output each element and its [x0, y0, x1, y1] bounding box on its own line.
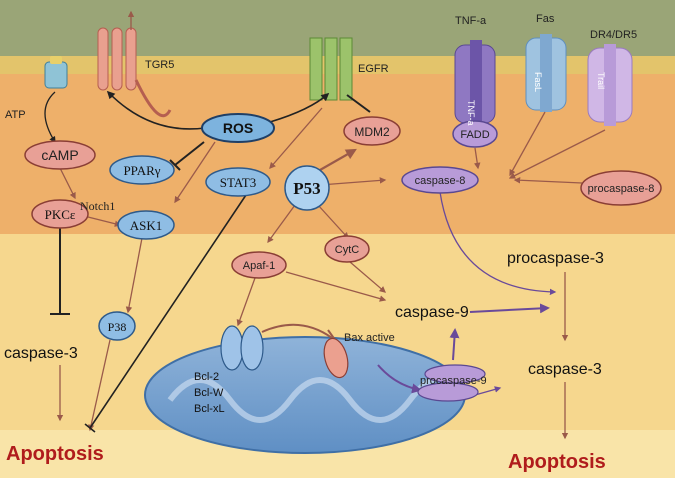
bclxl-label: Bcl-xL [194, 403, 225, 415]
ask1-label: ASK1 [130, 218, 163, 233]
camp-channel [44, 56, 68, 89]
stat3-node [205, 167, 271, 197]
notch1-label: Notch1 [80, 199, 115, 213]
mitochondrion [144, 336, 466, 454]
ask1-node [117, 210, 175, 240]
bax-label: Bax active [344, 332, 395, 344]
cytc-node [324, 235, 370, 263]
fadd-node [452, 120, 498, 148]
tnfa-label: TNF-a [455, 15, 487, 27]
connectors [44, 10, 606, 440]
bax-node [323, 337, 349, 379]
ros-label: ROS [223, 120, 253, 136]
ppar-node [109, 155, 175, 185]
ppar-label: PPARγ [123, 163, 160, 178]
caspase3-left-label: caspase-3 [4, 345, 78, 362]
mdm2-label: MDM2 [354, 125, 390, 139]
tgr5-receptor [97, 27, 172, 118]
tnfa-inner-label: TNF-a [466, 100, 476, 126]
apaf1-label: Apaf-1 [243, 260, 275, 272]
caspase3-right-label: caspase-3 [528, 361, 602, 378]
procaspase9-pair [417, 364, 486, 402]
stat3-label: STAT3 [220, 175, 257, 190]
camp-label: cAMP [41, 147, 78, 163]
ros-node [201, 113, 275, 143]
egfr-label: EGFR [358, 63, 389, 75]
fasl-inner-label: FasL [533, 72, 543, 92]
apaf1-node [231, 251, 287, 279]
dr-label: DR4/DR5 [590, 29, 637, 41]
procaspase8-label: procaspase-8 [588, 183, 655, 195]
procaspase9-label: procaspase-9 [420, 375, 487, 387]
bcl2-label: Bcl-2 [194, 371, 219, 383]
pkc-node [31, 199, 89, 229]
procaspase8-node [580, 170, 662, 206]
cytc-label: CytC [335, 244, 360, 256]
trail-inner-label: Trail [596, 72, 606, 89]
tnfa-receptor [454, 40, 496, 128]
p38-node [98, 311, 136, 341]
pkc-label: PKCε [45, 207, 76, 222]
bclw-label: Bcl-W [194, 387, 224, 399]
apoptosis-left-label: Apoptosis [6, 443, 104, 465]
dr-receptor [587, 44, 633, 126]
fas-receptor [525, 34, 567, 112]
tgr5-label: TGR5 [145, 59, 174, 71]
p53-node [284, 165, 330, 211]
p38-label: P38 [108, 320, 127, 334]
p53-label: P53 [293, 179, 320, 198]
bcl-proteins [220, 325, 264, 371]
egfr-receptor [309, 37, 353, 101]
caspase9-label: caspase-9 [395, 304, 469, 321]
apoptosis-right-label: Apoptosis [508, 451, 606, 473]
fadd-label: FADD [460, 129, 489, 141]
caspase8-label: caspase-8 [415, 175, 466, 187]
atp-label: ATP [5, 109, 26, 121]
fas-label: Fas [536, 13, 555, 25]
camp-node [24, 140, 96, 170]
procaspase3-label: procaspase-3 [507, 250, 604, 267]
mdm2-node [343, 116, 401, 146]
caspase8-node [401, 166, 479, 194]
